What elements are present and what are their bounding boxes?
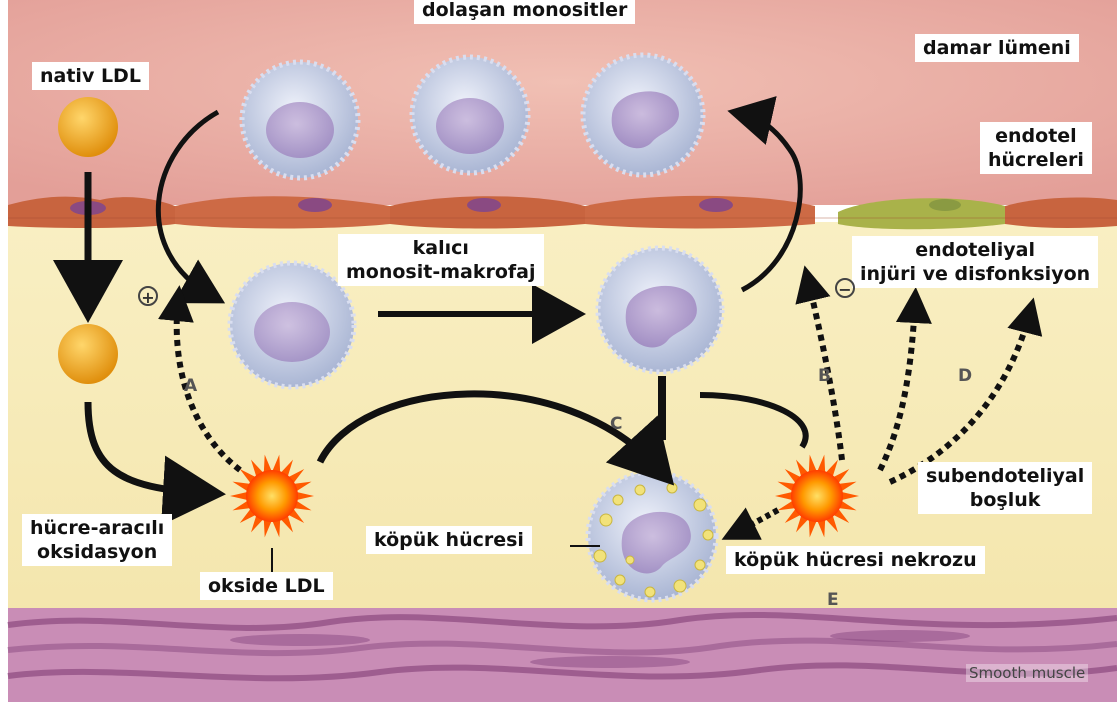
resident-label-line1: kalıcı — [413, 236, 469, 260]
native-ldl-label: nativ LDL — [32, 62, 149, 90]
pathway-letter-a: A — [184, 376, 197, 396]
resident-macrophage-2 — [598, 248, 722, 372]
endothelial-cells-label-line2: hücreleri — [988, 148, 1084, 172]
endothelial-cells-label-line1: endotel — [995, 124, 1077, 148]
foam-cell-necrosis-label: köpük hücresi nekrozu — [726, 546, 985, 574]
endothelial-injury-label-line1: endoteliyal — [915, 238, 1035, 262]
foam-cell-label: köpük hücresi — [366, 526, 532, 554]
pathway-letter-b: B — [818, 366, 831, 386]
endothelial-cells-label: endotel hücreleri — [980, 122, 1092, 174]
circulating-monocyte-3 — [583, 55, 703, 175]
cell-mediated-oxidation-label: hücre-aracılı oksidasyon — [22, 514, 172, 566]
resident-label-line2: monosit-makrofaj — [346, 260, 536, 284]
circulating-monocytes-label: dolaşan monositler — [414, 0, 635, 24]
circulating-monocyte-2 — [412, 57, 528, 173]
pathway-letter-c: C — [610, 414, 622, 434]
resident-monocyte-1 — [230, 263, 354, 387]
endothelial-injury-label-line2: injüri ve disfonksiyon — [860, 262, 1090, 286]
subendothelial-space-label: subendoteliyal boşluk — [918, 462, 1092, 514]
oxidized-ldl-label: okside LDL — [200, 572, 333, 600]
native-ldl-particle — [58, 97, 118, 157]
vessel-lumen — [8, 0, 1117, 205]
smooth-muscle-layer — [8, 608, 1117, 702]
cell-mediated-label-line1: hücre-aracılı — [30, 516, 164, 540]
resident-monocyte-macrophage-label: kalıcı monosit-makrofaj — [338, 234, 544, 286]
endothelial-injury-label: endoteliyal injüri ve disfonksiyon — [852, 236, 1098, 288]
stimulation-plus-sign: + — [138, 286, 158, 306]
foam-cell — [588, 472, 716, 600]
inhibition-minus-sign: − — [835, 278, 855, 298]
pathway-letter-e: E — [827, 590, 839, 610]
smooth-muscle-label: Smooth muscle — [966, 664, 1088, 682]
vessel-lumen-label: damar lümeni — [915, 34, 1079, 62]
ldl-particle-subendothelial — [58, 324, 118, 384]
subendothelial-label-line2: boşluk — [970, 488, 1041, 512]
cell-mediated-label-line2: oksidasyon — [37, 540, 157, 564]
circulating-monocyte-1 — [242, 62, 358, 178]
subendothelial-label-line1: subendoteliyal — [926, 464, 1084, 488]
pathway-letter-d: D — [958, 366, 972, 386]
